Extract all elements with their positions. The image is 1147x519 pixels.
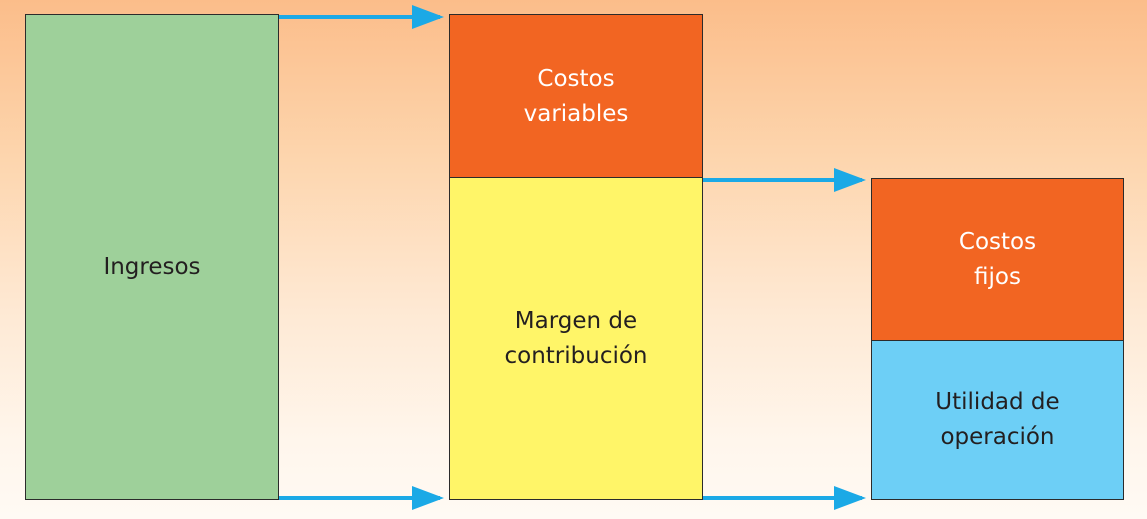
utilidad-operacion-box: Utilidad de operación <box>871 340 1124 500</box>
margen-contribucion-label: Margen de contribución <box>504 307 648 369</box>
costos-fijos-box: Costos fijos <box>871 178 1124 342</box>
utilidad-operacion-label: Utilidad de operación <box>935 389 1060 450</box>
costos-fijos-label: Costos fijos <box>958 229 1037 290</box>
costos-variables-label: Costos variables <box>523 65 629 127</box>
ingresos-box: Ingresos <box>25 14 279 500</box>
ingresos-label: Ingresos <box>103 253 201 280</box>
margen-contribucion-box: Margen de contribución <box>449 177 703 500</box>
costos-variables-box: Costos variables <box>449 14 703 179</box>
